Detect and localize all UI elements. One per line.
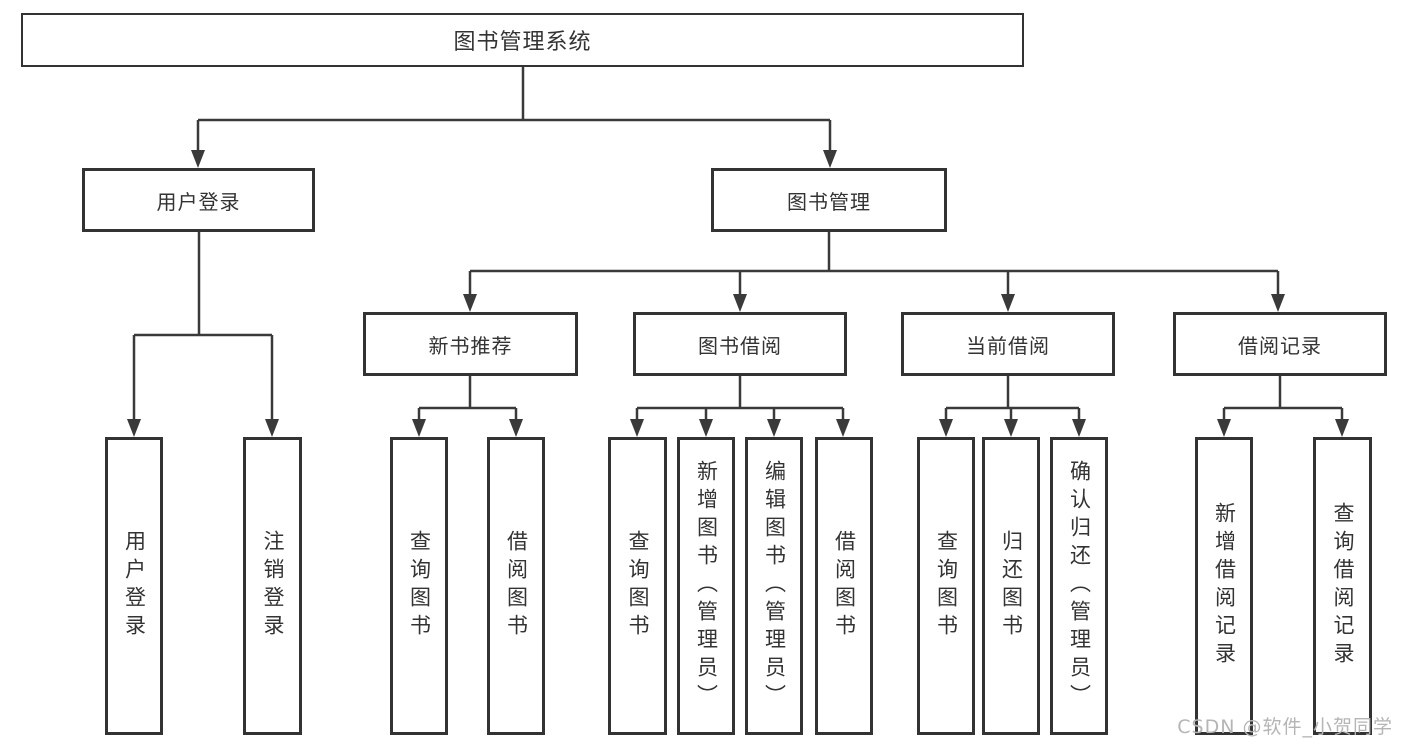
node-label: 用户登录 [156, 189, 241, 214]
node-query-borrow-record: 查询借阅记录 [1313, 437, 1372, 735]
arrow-down-icon [1271, 294, 1285, 312]
arrow-down-icon [939, 419, 953, 437]
node-add-books-admin: 新增图书（管理员） [677, 437, 735, 735]
arrow-down-icon [823, 150, 837, 168]
arrow-down-icon [767, 419, 781, 437]
node-label: 新增图书（管理员） [694, 460, 719, 712]
node-add-borrow-record: 新增借阅记录 [1195, 437, 1253, 735]
arrow-down-icon [1072, 419, 1086, 437]
node-label: 图书管理系统 [453, 30, 592, 55]
arrow-down-icon [1217, 419, 1231, 437]
node-label: 编辑图书（管理员） [762, 460, 787, 712]
node-query-books-3: 查询图书 [917, 437, 975, 735]
node-current-borrowing: 当前借阅 [901, 312, 1115, 376]
arrow-down-icon [733, 294, 747, 312]
node-label: 归还图书 [999, 530, 1024, 642]
node-label: 查询图书 [626, 530, 650, 642]
node-new-book-recommend: 新书推荐 [363, 312, 578, 376]
watermark-text: CSDN @软件_小贺同学 [1177, 716, 1393, 738]
node-label: 用户登录 [122, 530, 147, 642]
node-edit-books-admin: 编辑图书（管理员） [745, 437, 803, 735]
node-label: 图书管理 [787, 189, 871, 214]
node-book-borrowing: 图书借阅 [633, 312, 847, 376]
node-label: 借阅记录 [1238, 333, 1322, 358]
node-label: 借阅图书 [504, 530, 529, 642]
node-confirm-return-admin: 确认归还（管理员） [1050, 437, 1108, 735]
arrow-down-icon [191, 150, 205, 168]
arrow-down-icon [630, 419, 644, 437]
arrow-down-icon [699, 419, 713, 437]
node-label: 确认归还（管理员） [1067, 460, 1092, 712]
node-user-login-leaf: 用户登录 [105, 437, 163, 735]
arrow-down-icon [1004, 419, 1018, 437]
arrow-down-icon [1335, 419, 1349, 437]
arrow-down-icon [412, 419, 426, 437]
node-borrow-records: 借阅记录 [1173, 312, 1387, 376]
node-user-login: 用户登录 [82, 168, 315, 232]
arrow-down-icon [509, 419, 523, 437]
node-label: 查询借阅记录 [1331, 502, 1355, 670]
node-label: 注销登录 [261, 530, 285, 642]
node-label: 新书推荐 [428, 333, 513, 358]
node-book-management: 图书管理 [711, 168, 947, 232]
node-label: 新增借阅记录 [1212, 502, 1237, 670]
node-logout: 注销登录 [243, 437, 302, 735]
node-label: 借阅图书 [832, 530, 857, 642]
node-return-books: 归还图书 [982, 437, 1040, 735]
arrow-down-icon [1001, 294, 1015, 312]
node-label: 图书借阅 [698, 333, 782, 358]
node-query-books-2: 查询图书 [608, 437, 667, 735]
node-label: 当前借阅 [966, 333, 1050, 358]
arrow-down-icon [265, 419, 279, 437]
node-label: 查询图书 [407, 530, 432, 642]
arrow-down-icon [127, 419, 141, 437]
arrow-down-icon [463, 294, 477, 312]
node-label: 查询图书 [934, 530, 959, 642]
node-library-system: 图书管理系统 [21, 13, 1024, 67]
node-query-books-1: 查询图书 [390, 437, 448, 735]
arrow-down-icon [836, 419, 850, 437]
node-borrow-books-1: 借阅图书 [487, 437, 545, 735]
node-borrow-books-2: 借阅图书 [815, 437, 873, 735]
